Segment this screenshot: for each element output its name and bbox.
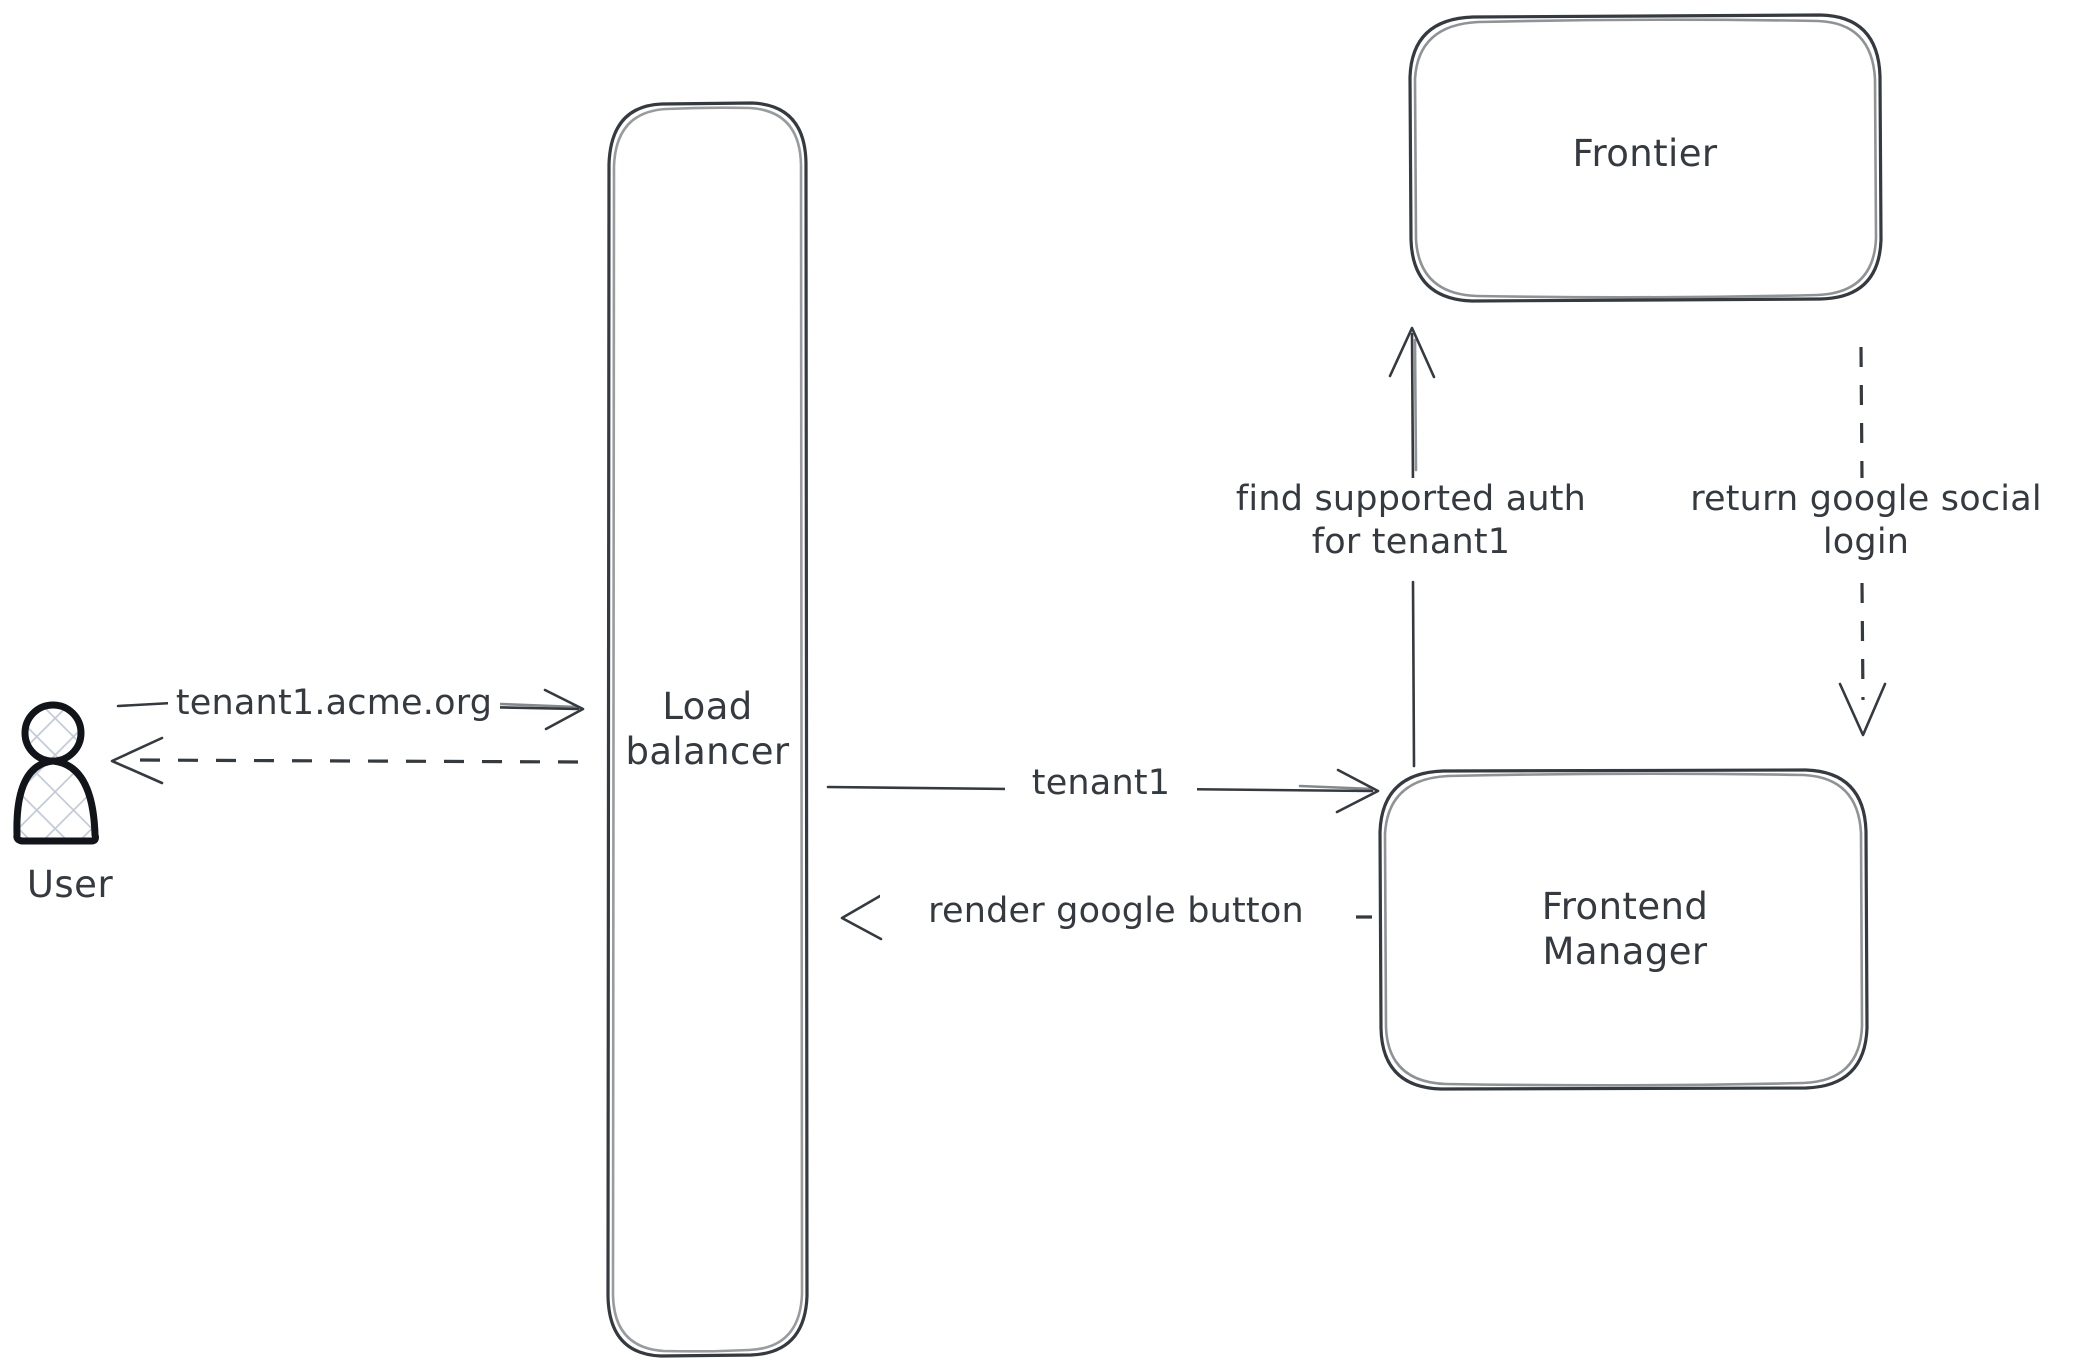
edge-label-return-google-social-login: return google social login <box>1660 478 2072 564</box>
edge-fm-to-frontier <box>1388 326 1436 768</box>
node-load-balancer-shape[interactable] <box>606 101 809 1358</box>
edge-label-find-supported-auth: find supported auth for tenant1 <box>1200 478 1622 564</box>
node-frontier-shape[interactable] <box>1408 13 1883 303</box>
edge-label-tenant1: tenant1 <box>1005 762 1197 805</box>
edge-label-render-google-button: render google button <box>880 890 1352 933</box>
edge-lb-to-fm <box>826 768 1380 814</box>
person-icon-body <box>13 757 99 845</box>
node-frontend-manager-shape[interactable] <box>1378 768 1869 1091</box>
edge-fm-to-lb <box>840 894 1372 941</box>
edge-label-tenant-acme-org: tenant1.acme.org <box>168 682 500 725</box>
actor-label-user: User <box>26 863 114 906</box>
node-label-frontier: Frontier <box>1572 132 1718 175</box>
node-label-frontend-manager: Frontend Manager <box>1541 885 1709 974</box>
edge-lb-to-user <box>110 736 579 785</box>
edge-frontier-to-fm <box>1838 346 1887 737</box>
node-label-load-balancer: Load balancer <box>625 685 790 774</box>
